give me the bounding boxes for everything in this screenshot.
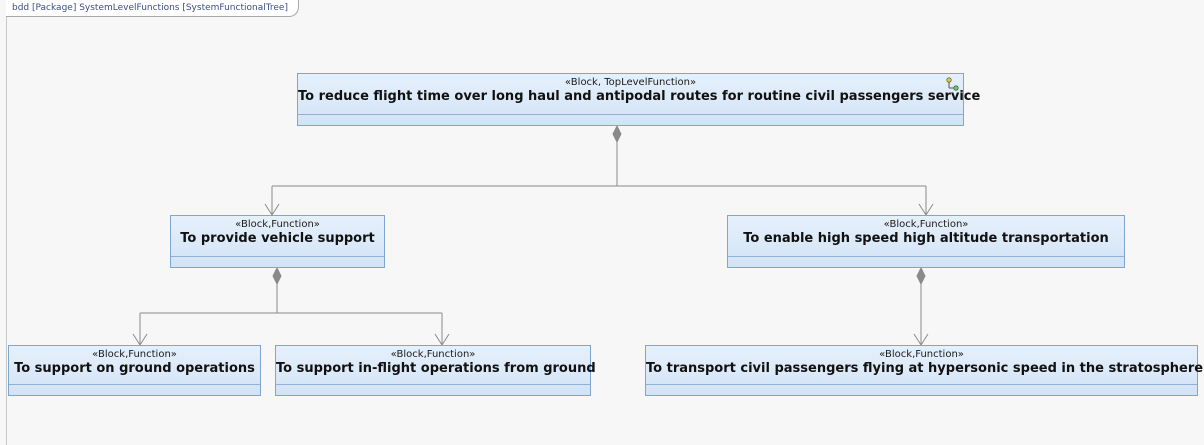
block-compartment	[276, 384, 590, 395]
block-header: «Block,Function» To enable high speed hi…	[728, 216, 1124, 257]
frame-border	[6, 0, 7, 445]
block-compartment	[646, 384, 1197, 395]
block-compartment	[728, 256, 1124, 267]
block-name: To support on ground operations	[14, 361, 255, 376]
composition-diamond-high-speed[interactable]	[916, 266, 926, 286]
block-inflight-ops[interactable]: «Block,Function» To support in-flight op…	[275, 345, 596, 396]
block-ground-ops[interactable]: «Block,Function» To support on ground op…	[8, 345, 261, 396]
block-name: To enable high speed high altitude trans…	[743, 231, 1109, 246]
block-name: To reduce flight time over long haul and…	[298, 89, 981, 104]
block-header: «Block,Function» To support in-flight op…	[276, 346, 596, 385]
block-transport[interactable]: «Block,Function» To transport civil pass…	[645, 345, 1204, 396]
block-compartment	[9, 384, 260, 395]
block-stereotype: «Block, TopLevelFunction»	[564, 77, 697, 88]
block-stereotype: «Block,Function»	[92, 349, 177, 360]
block-name: To provide vehicle support	[180, 231, 375, 246]
block-stereotype: «Block,Function»	[883, 219, 969, 230]
block-name: To transport civil passengers flying at …	[646, 361, 1204, 376]
block-stereotype: «Block,Function»	[879, 349, 964, 360]
composition-diamond-vehicle-support[interactable]	[272, 266, 282, 286]
block-compartment	[298, 114, 963, 125]
block-compartment	[171, 256, 384, 267]
composition-diamond-top[interactable]	[612, 124, 622, 144]
block-stereotype: «Block,Function»	[390, 349, 476, 360]
block-stereotype: «Block,Function»	[235, 219, 320, 230]
block-top-level-function[interactable]: «Block, TopLevelFunction» To reduce flig…	[297, 73, 981, 126]
block-header: «Block,Function» To support on ground op…	[9, 346, 260, 385]
block-vehicle-support[interactable]: «Block,Function» To provide vehicle supp…	[170, 215, 385, 268]
block-header: «Block,Function» To provide vehicle supp…	[171, 216, 384, 257]
hierarchy-icon[interactable]	[945, 77, 959, 91]
block-header: «Block,Function» To transport civil pass…	[646, 346, 1204, 385]
block-high-speed[interactable]: «Block,Function» To enable high speed hi…	[727, 215, 1125, 268]
diagram-frame-label: bdd [Package] SystemLevelFunctions [Syst…	[6, 0, 299, 17]
block-header: «Block, TopLevelFunction» To reduce flig…	[298, 74, 981, 115]
block-name: To support in-flight operations from gro…	[276, 361, 596, 376]
